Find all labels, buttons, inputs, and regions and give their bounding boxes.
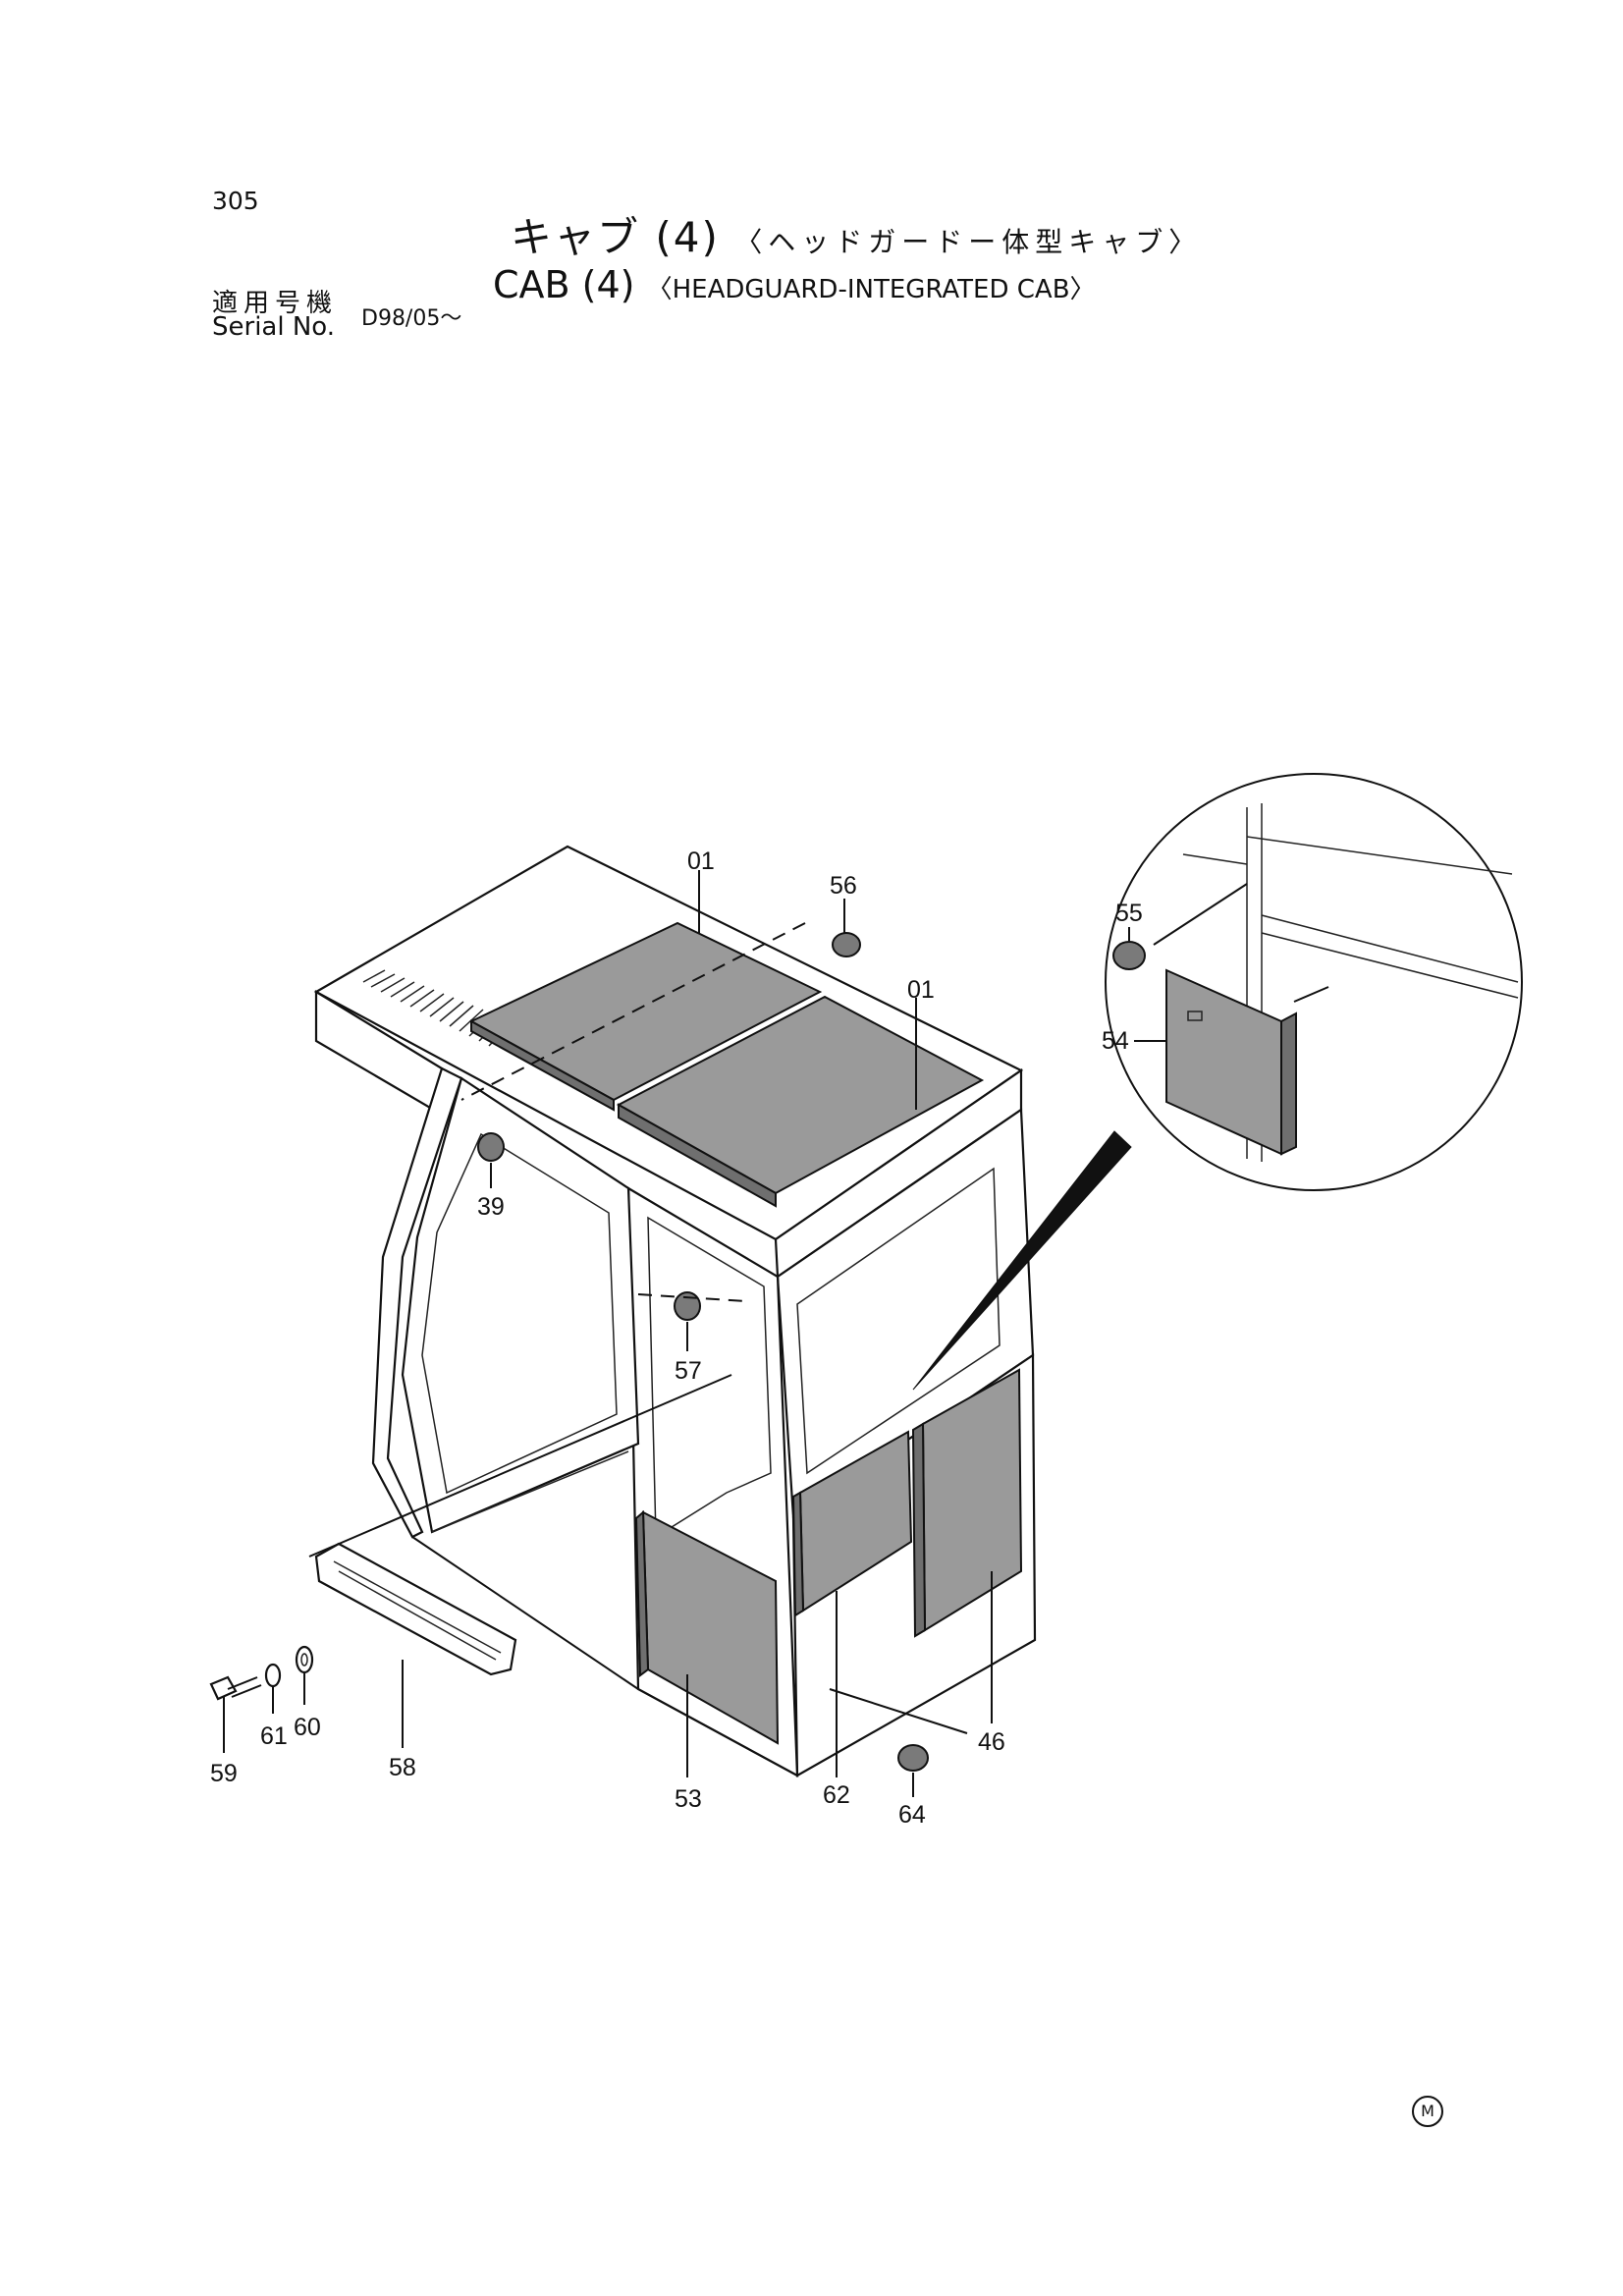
title-english: CAB (4) 〈HEADGUARD-INTEGRATED CAB〉 (493, 263, 1096, 306)
title-japanese-sub: 〈ヘッドガードー体型キャブ〉 (734, 226, 1203, 258)
callout-53: 53 (675, 1785, 702, 1813)
page-number: 305 (212, 187, 259, 215)
serial-range: D98/05～ (361, 306, 462, 331)
side-pads (634, 1368, 1023, 1745)
callout-64: 64 (898, 1801, 926, 1829)
callout-46: 46 (978, 1728, 1005, 1756)
callout-56: 56 (830, 872, 857, 900)
serial-label-english: Serial No. (212, 312, 335, 342)
title-japanese-main: キャブ (4) (511, 213, 720, 261)
callout-labels: 01 01 56 55 54 39 57 53 62 46 64 58 59 6… (210, 847, 1143, 1829)
callout-60: 60 (294, 1714, 321, 1741)
bolt-washers (209, 1645, 314, 1701)
callout-58: 58 (389, 1754, 416, 1781)
callout-59: 59 (210, 1760, 238, 1787)
callout-55: 55 (1115, 900, 1143, 927)
callout-54: 54 (1102, 1027, 1129, 1055)
m-mark: M (1412, 2096, 1443, 2127)
grommets (477, 932, 1146, 1772)
callout-01-left: 01 (687, 847, 715, 875)
roof-pads (468, 921, 985, 1208)
assembly-lines (308, 922, 968, 1734)
leader-lines (223, 870, 1166, 1797)
title-english-main: CAB (4) (493, 263, 635, 306)
detail-view (912, 773, 1523, 1391)
callout-39: 39 (477, 1193, 505, 1221)
title-japanese: キャブ (4) 〈ヘッドガードー体型キャブ〉 (511, 204, 1202, 264)
title-english-sub: 〈HEADGUARD-INTEGRATED CAB〉 (646, 275, 1096, 304)
callout-61: 61 (260, 1722, 288, 1750)
callout-01-right: 01 (907, 976, 935, 1004)
serial-label-japanese: 適用号機 (212, 289, 339, 318)
callout-62: 62 (823, 1781, 850, 1809)
callout-57: 57 (675, 1357, 702, 1385)
part-58-cover (314, 1542, 517, 1676)
